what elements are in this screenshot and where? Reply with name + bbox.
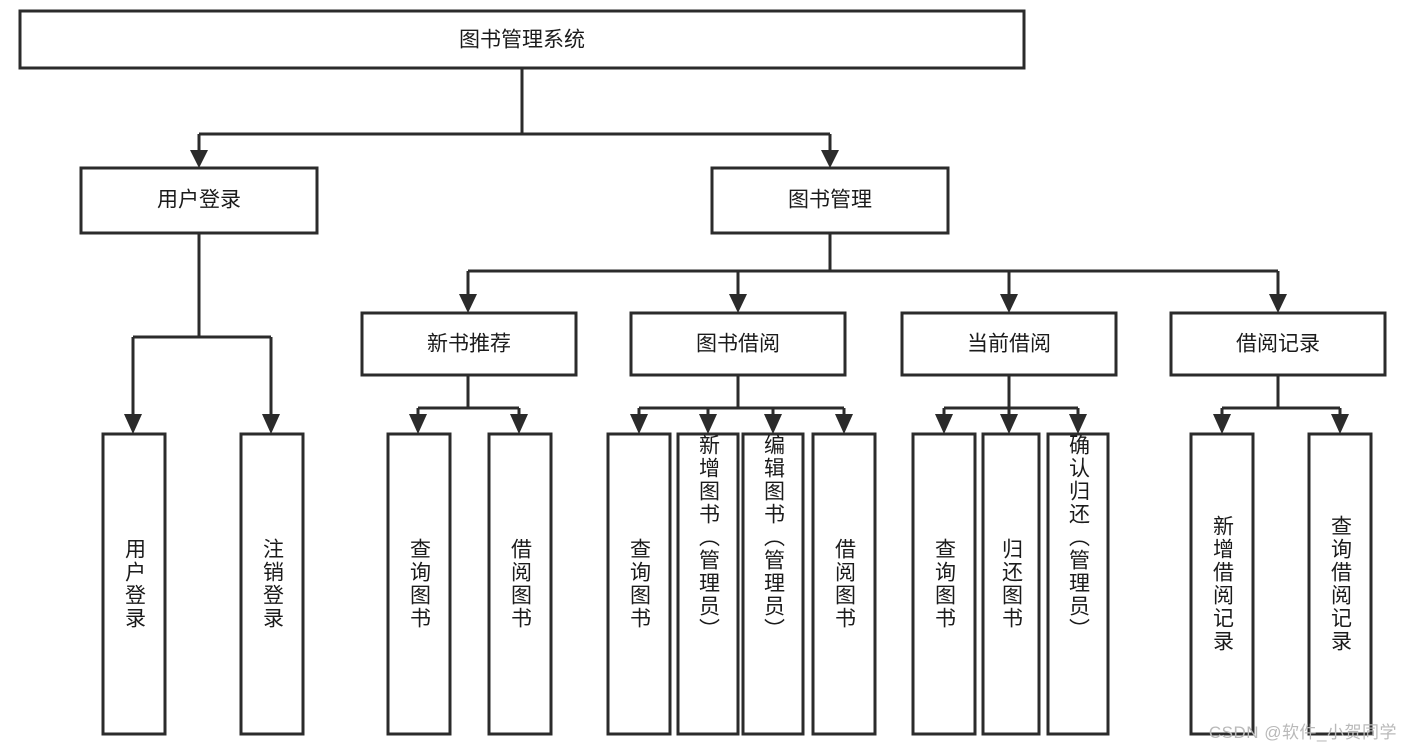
connector-layer bbox=[124, 68, 1349, 434]
leaf-borrow-book-2-box[interactable] bbox=[811, 432, 877, 736]
arrow-record-to-query-record bbox=[1331, 414, 1349, 434]
node-current-borrow-box[interactable] bbox=[900, 311, 1118, 377]
arrow-root-to-book-management bbox=[821, 150, 839, 168]
node-new-book-recommend-box[interactable] bbox=[360, 311, 578, 377]
connector-borrow-record-trunk bbox=[1220, 375, 1342, 416]
node-current-borrow-label: 当前借阅 bbox=[967, 333, 1051, 356]
leaf-user-login-box[interactable] bbox=[101, 432, 167, 736]
connector-user-login-trunk bbox=[131, 233, 273, 416]
node-book-borrow-label: 图书借阅 bbox=[696, 333, 780, 356]
node-user-login-label: 用户登录 bbox=[157, 189, 241, 212]
node-current-borrow[interactable]: 当前借阅 bbox=[900, 311, 1118, 377]
node-title-box[interactable] bbox=[18, 9, 1026, 70]
arrow-root-to-user-login bbox=[190, 150, 208, 168]
arrow-borrow-to-edit-book bbox=[764, 414, 782, 434]
node-book-management[interactable]: 图书管理 bbox=[710, 166, 950, 235]
node-title-label: 图书管理系统 bbox=[459, 29, 585, 52]
leaf-query-book-2-box[interactable] bbox=[606, 432, 672, 736]
leaf-borrow-book-1-box[interactable] bbox=[487, 432, 553, 736]
arrow-borrow-to-query-book bbox=[630, 414, 648, 434]
leaf-confirm-return-box[interactable] bbox=[1046, 432, 1110, 736]
node-new-book-recommend-label: 新书推荐 bbox=[427, 333, 511, 356]
arrow-user-login-to-leaf-user-login bbox=[124, 414, 142, 434]
arrow-record-to-add-record bbox=[1213, 414, 1231, 434]
node-new-book-recommend[interactable]: 新书推荐 bbox=[360, 311, 578, 377]
leaf-logout-login-box[interactable] bbox=[239, 432, 305, 736]
leaf-box-layer bbox=[101, 432, 1373, 736]
node-user-login[interactable]: 用户登录 bbox=[79, 166, 319, 235]
connector-book-borrow-trunk bbox=[637, 375, 846, 416]
arrow-recommend-to-borrow-book bbox=[510, 414, 528, 434]
watermark-text: CSDN @软件_小贺同学 bbox=[1208, 723, 1397, 742]
arrow-user-login-to-leaf-logout bbox=[262, 414, 280, 434]
arrow-current-to-confirm-return bbox=[1069, 414, 1087, 434]
arrow-to-borrow-record bbox=[1269, 294, 1287, 313]
node-user-login-box[interactable] bbox=[79, 166, 319, 235]
leaf-query-book-1-box[interactable] bbox=[386, 432, 452, 736]
arrow-borrow-to-borrow-book bbox=[835, 414, 853, 434]
node-borrow-record-label: 借阅记录 bbox=[1236, 333, 1320, 356]
connector-root-trunk bbox=[197, 68, 832, 152]
arrow-recommend-to-query-book bbox=[409, 414, 427, 434]
leaf-return-book-box[interactable] bbox=[981, 432, 1041, 736]
node-book-management-box[interactable] bbox=[710, 166, 950, 235]
connector-book-management-trunk bbox=[466, 233, 1280, 296]
arrow-to-current-borrow bbox=[1000, 294, 1018, 313]
arrow-current-to-query-book bbox=[935, 414, 953, 434]
leaf-query-record-box[interactable] bbox=[1307, 432, 1373, 736]
arrow-current-to-return-book bbox=[1000, 414, 1018, 434]
leaf-add-book-box[interactable] bbox=[676, 432, 740, 736]
arrow-borrow-to-add-book bbox=[699, 414, 717, 434]
leaf-query-book-3-box[interactable] bbox=[911, 432, 977, 736]
node-book-borrow-box[interactable] bbox=[629, 311, 847, 377]
connector-current-borrow-trunk bbox=[942, 375, 1080, 416]
arrow-to-new-book-recommend bbox=[459, 294, 477, 313]
node-title[interactable]: 图书管理系统 bbox=[18, 9, 1026, 70]
leaf-edit-book-box[interactable] bbox=[741, 432, 805, 736]
node-borrow-record[interactable]: 借阅记录 bbox=[1169, 311, 1387, 377]
node-book-management-label: 图书管理 bbox=[788, 189, 872, 212]
node-book-borrow[interactable]: 图书借阅 bbox=[629, 311, 847, 377]
node-borrow-record-box[interactable] bbox=[1169, 311, 1387, 377]
leaf-add-record-box[interactable] bbox=[1189, 432, 1255, 736]
arrow-to-book-borrow bbox=[729, 294, 747, 313]
connector-new-book-recommend-trunk bbox=[416, 375, 521, 416]
